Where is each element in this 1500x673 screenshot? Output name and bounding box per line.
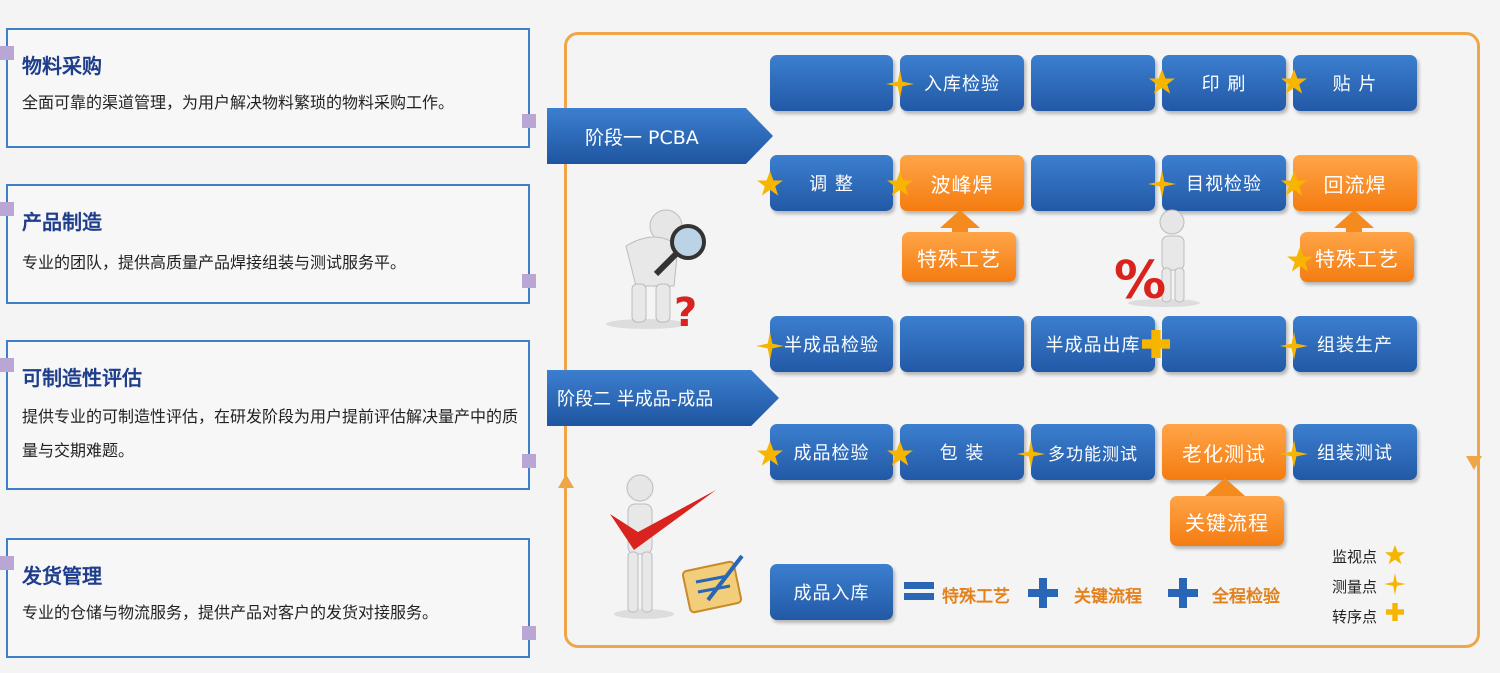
step-blank-2 <box>1031 55 1155 111</box>
star-icon <box>757 441 783 466</box>
step-adjust: 调 整 <box>770 155 893 211</box>
step-blank-1 <box>770 55 893 111</box>
plus-blue-icon <box>1028 578 1058 608</box>
step-blank-4 <box>900 316 1024 372</box>
star-icon <box>887 441 913 466</box>
sparkle-icon <box>1280 440 1308 468</box>
step-semi-inspection: 半成品检验 <box>770 316 893 372</box>
card-manufacturing: 产品制造 专业的团队，提供高质量产品焊接组装与测试服务平。 <box>0 184 536 304</box>
stage-one-label: 阶段一 PCBA <box>547 108 773 164</box>
card-title: 发货管理 <box>22 564 102 588</box>
svg-text:%: % <box>1114 251 1166 308</box>
arrow-up-icon <box>940 210 980 246</box>
card-desc: 全面可靠的渠道管理，为用户解决物料繁琐的物料采购工作。 <box>22 93 455 112</box>
card-title: 可制造性评估 <box>22 366 142 390</box>
label-special-process: 特殊工艺 <box>1300 232 1414 282</box>
card-dfm-evaluation: 可制造性评估 提供专业的可制造性评估，在研发阶段为用户提前评估解决量产中的质量与… <box>0 340 536 490</box>
star-icon <box>1281 69 1307 94</box>
legend-full-inspection: 全程检验 <box>1212 587 1280 607</box>
magnifier-figure-icon: ? <box>606 209 706 330</box>
equals-icon <box>904 582 934 600</box>
card-material-purchase: 物料采购 全面可靠的渠道管理，为用户解决物料繁琐的物料采购工作。 <box>0 28 536 148</box>
step-function-test: 多功能测试 <box>1031 424 1155 480</box>
step-wave-soldering: 波峰焊 <box>900 155 1024 211</box>
star-icon <box>1384 544 1406 565</box>
step-final-inspection: 成品检验 <box>770 424 893 480</box>
plus-blue-icon <box>1168 578 1198 608</box>
legend-measure-point: 测量点 <box>1332 578 1378 596</box>
star-icon <box>886 70 914 98</box>
card-desc: 专业的仓储与物流服务，提供产品对客户的发货对接服务。 <box>22 603 439 622</box>
star-icon <box>1281 171 1307 196</box>
frame-arrow-up-icon <box>558 474 574 488</box>
star-icon <box>757 171 783 196</box>
step-blank-3 <box>1031 155 1155 211</box>
card-title: 物料采购 <box>22 54 102 78</box>
star-icon <box>1149 69 1175 94</box>
decor-square <box>0 358 14 372</box>
step-aging-test: 老化测试 <box>1162 424 1286 480</box>
sparkle-icon <box>1384 573 1406 595</box>
step-packaging: 包 装 <box>900 424 1024 480</box>
sparkle-icon <box>1148 170 1176 198</box>
decor-square <box>0 556 14 570</box>
legend-monitor-point: 监视点 <box>1332 548 1378 566</box>
checkmark-figure-icon <box>610 474 744 619</box>
svg-text:?: ? <box>674 290 697 330</box>
step-semi-outbound: 半成品出库 <box>1031 316 1155 372</box>
step-finished-storage: 成品入库 <box>770 564 893 620</box>
legend-transfer-point: 转序点 <box>1332 608 1378 626</box>
star-icon <box>887 171 913 196</box>
step-incoming-inspection: 入库检验 <box>900 55 1024 111</box>
step-placement: 贴 片 <box>1293 55 1417 111</box>
decor-square <box>0 46 14 60</box>
step-assembly-production: 组装生产 <box>1293 316 1417 372</box>
legend-key-process: 关键流程 <box>1074 587 1142 607</box>
cross-icon <box>1386 603 1404 621</box>
step-printing: 印 刷 <box>1162 55 1286 111</box>
flow-frame <box>564 32 1480 648</box>
step-reflow-soldering: 回流焊 <box>1293 155 1417 211</box>
decor-square <box>0 202 14 216</box>
sparkle-icon <box>1280 332 1308 360</box>
card-desc: 提供专业的可制造性评估，在研发阶段为用户提前评估解决量产中的质量与交期难题。 <box>22 407 519 460</box>
step-visual-inspection: 目视检验 <box>1162 155 1286 211</box>
step-assembly-test: 组装测试 <box>1293 424 1417 480</box>
cross-icon <box>1142 330 1170 358</box>
percent-figure-icon: % <box>1114 209 1200 308</box>
sparkle-icon <box>1017 440 1045 468</box>
decor-square <box>522 114 536 128</box>
sparkle-icon <box>756 332 784 360</box>
decor-square <box>522 454 536 468</box>
legend-special-process: 特殊工艺 <box>942 587 1010 607</box>
frame-arrow-down-icon <box>1466 456 1482 470</box>
decor-square <box>522 626 536 640</box>
star-icon <box>1287 247 1313 272</box>
step-blank-5 <box>1162 316 1286 372</box>
card-desc: 专业的团队，提供高质量产品焊接组装与测试服务平。 <box>22 253 407 272</box>
decor-square <box>522 274 536 288</box>
label-special-process: 特殊工艺 <box>902 232 1016 282</box>
card-title: 产品制造 <box>22 210 102 234</box>
card-shipping: 发货管理 专业的仓储与物流服务，提供产品对客户的发货对接服务。 <box>0 538 536 658</box>
arrow-up-icon <box>1334 210 1374 246</box>
label-key-process: 关键流程 <box>1170 496 1284 546</box>
stage-two-label: 阶段二 半成品-成品 <box>547 370 779 426</box>
